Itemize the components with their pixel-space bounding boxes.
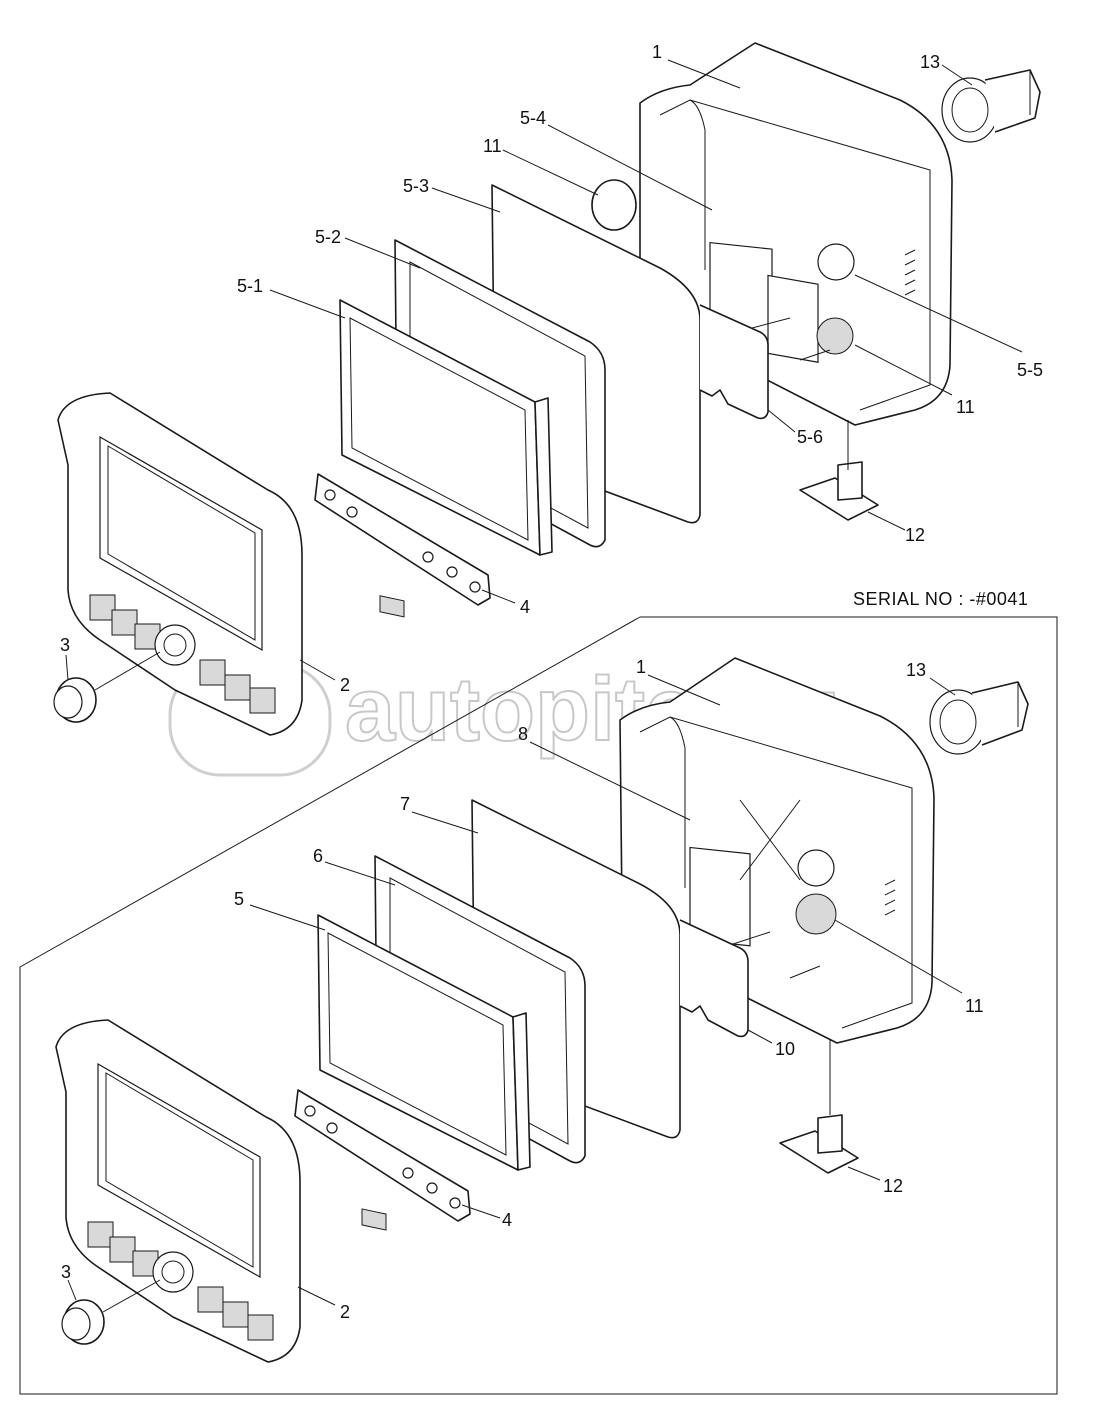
upper-label-front-case: 2 [340,675,350,695]
upper-label-lcd-5-1: 5-1 [237,276,263,296]
lower-label-frame: 6 [313,846,323,866]
upper-label-bracket-5-4: 5-4 [520,108,546,128]
upper-cap-11-a [591,179,637,231]
lower-knob-3 [61,1299,105,1345]
lower-key-board-4 [294,1089,471,1231]
lower-label-front-case: 2 [340,1302,350,1322]
upper-knob-3 [53,677,97,723]
upper-label-cap-11-b: 11 [956,397,975,417]
upper-clip-12 [799,461,879,521]
lower-label-clip: 12 [883,1176,903,1196]
lower-label-board: 10 [775,1039,795,1059]
serial-note: SERIAL NO : -#0041 [853,589,1028,609]
upper-label-board-5-6: 5-6 [797,427,823,447]
lower-front-case-2 [55,1019,301,1363]
lower-clip-12 [779,1114,859,1174]
upper-label-cap-11-a: 11 [483,136,502,156]
upper-label-clip: 12 [905,525,925,545]
upper-label-frame-5-2: 5-2 [315,227,341,247]
upper-label-plate-5-3: 5-3 [403,176,429,196]
lower-label-bracket: 8 [518,724,528,744]
upper-front-case-2 [57,392,303,736]
upper-label-board-5-5: 5-5 [1017,360,1043,380]
lower-cover-plug [929,681,1029,755]
lower-label-lcd: 5 [234,889,244,909]
upper-label-housing: 1 [652,42,662,62]
upper-label-cover-plug: 13 [920,52,940,72]
lower-label-cap: 11 [965,996,984,1016]
upper-lcd-5-1 [339,299,553,556]
lower-lcd-5 [317,914,531,1171]
lower-label-key-board: 4 [502,1210,512,1230]
upper-label-key-board: 4 [520,597,530,617]
lower-label-housing: 1 [636,657,646,677]
upper-label-knob: 3 [60,635,70,655]
lower-label-plate: 7 [400,794,410,814]
lower-label-knob: 3 [61,1262,71,1282]
lower-assembly [55,657,1029,1363]
upper-board-5-6 [699,304,769,420]
lower-assembly-boundary [19,616,1058,1395]
upper-key-board-4 [314,473,491,618]
upper-assembly [53,42,1041,736]
lower-label-cover-plug: 13 [906,660,926,680]
upper-cover-plug [941,69,1041,143]
